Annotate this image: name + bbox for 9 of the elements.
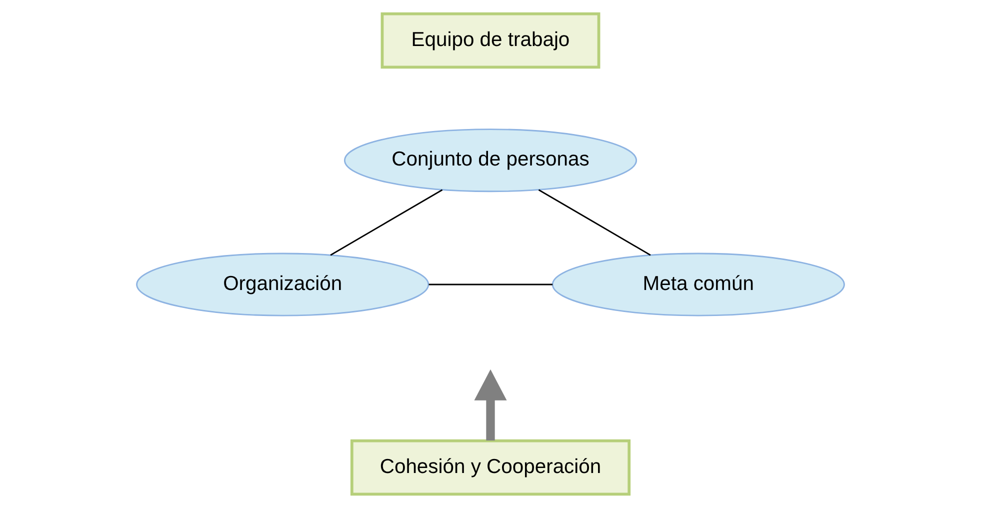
connector xyxy=(330,189,443,256)
connector xyxy=(428,284,553,286)
arrow xyxy=(474,369,507,440)
node-box: Equipo de trabajo xyxy=(380,12,600,69)
node-ellipse: Conjunto de personas xyxy=(344,128,638,192)
node-ellipse: Meta común xyxy=(552,252,845,316)
node-box: Cohesión y Cooperación xyxy=(350,439,631,496)
connector xyxy=(538,189,651,256)
node-ellipse: Organización xyxy=(136,252,430,316)
